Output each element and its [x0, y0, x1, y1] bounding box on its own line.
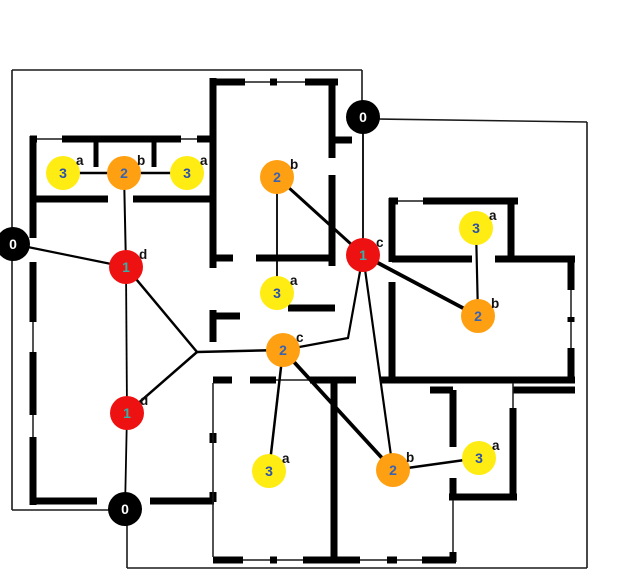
node-number: 3	[183, 165, 191, 181]
graph-edge	[275, 175, 365, 257]
node-number: 3	[472, 220, 480, 236]
graph-node-3a: 3a	[459, 208, 497, 245]
node-letter-label: a	[200, 153, 208, 168]
graph-node-3a: 3a	[462, 438, 500, 475]
graph-node-2b: 2b	[376, 450, 414, 487]
floorplan-walls	[29, 78, 575, 564]
node-letter-label: b	[137, 153, 145, 168]
node-letter-label: b	[290, 157, 298, 172]
graph-node-3a: 3a	[170, 153, 208, 190]
graph-edge	[125, 266, 128, 414]
graph-edge	[282, 254, 365, 352]
graph-node-0: 0	[108, 492, 142, 526]
graph-edge	[361, 254, 395, 471]
node-letter-label: b	[406, 450, 414, 465]
node-number: 0	[359, 109, 367, 125]
graph-edge	[362, 253, 479, 318]
node-letter-label: a	[492, 438, 500, 453]
node-number: 1	[122, 259, 130, 275]
node-letter-label: a	[489, 208, 497, 223]
node-number: 3	[265, 463, 273, 479]
graph-edge	[267, 349, 285, 472]
node-letter-label: a	[290, 273, 298, 288]
node-number: 2	[273, 169, 281, 185]
node-number: 3	[59, 165, 67, 181]
node-number: 0	[9, 236, 17, 252]
node-letter-label: d	[140, 393, 148, 408]
graph-edge	[281, 348, 395, 472]
node-number: 2	[279, 342, 287, 358]
graph-node-2b: 2b	[260, 157, 298, 194]
graph-edges	[12, 117, 480, 510]
node-letter-label: a	[282, 451, 290, 466]
graph-node-2c: 2c	[266, 330, 304, 367]
graph-edge	[125, 266, 198, 353]
node-number: 1	[359, 247, 367, 263]
graph-edge	[12, 242, 127, 269]
window-lines	[32, 81, 572, 561]
graph-node-3a: 3a	[260, 273, 298, 310]
graph-node-2b: 2b	[107, 153, 145, 190]
node-number: 3	[273, 285, 281, 301]
graph-node-3a: 3a	[46, 153, 84, 190]
graph-node-1d: 1d	[110, 393, 148, 430]
graph-node-2b: 2b	[461, 296, 499, 333]
node-number: 1	[123, 405, 131, 421]
graph-node-1c: 1c	[346, 235, 384, 272]
node-number: 2	[389, 462, 397, 478]
node-number: 2	[474, 308, 482, 324]
node-letter-label: c	[376, 235, 384, 250]
node-number: 2	[120, 165, 128, 181]
node-letter-label: c	[296, 330, 304, 345]
graph-node-3a: 3a	[252, 451, 290, 488]
graph-node-0: 0	[346, 100, 380, 134]
node-letter-label: b	[491, 296, 499, 311]
node-number: 0	[121, 501, 129, 517]
node-letter-label: a	[76, 153, 84, 168]
node-letter-label: d	[139, 247, 147, 262]
node-number: 3	[475, 450, 483, 466]
building-outline	[11, 69, 588, 569]
graph-node-0: 0	[0, 227, 30, 261]
graph-node-1d: 1d	[109, 247, 147, 284]
